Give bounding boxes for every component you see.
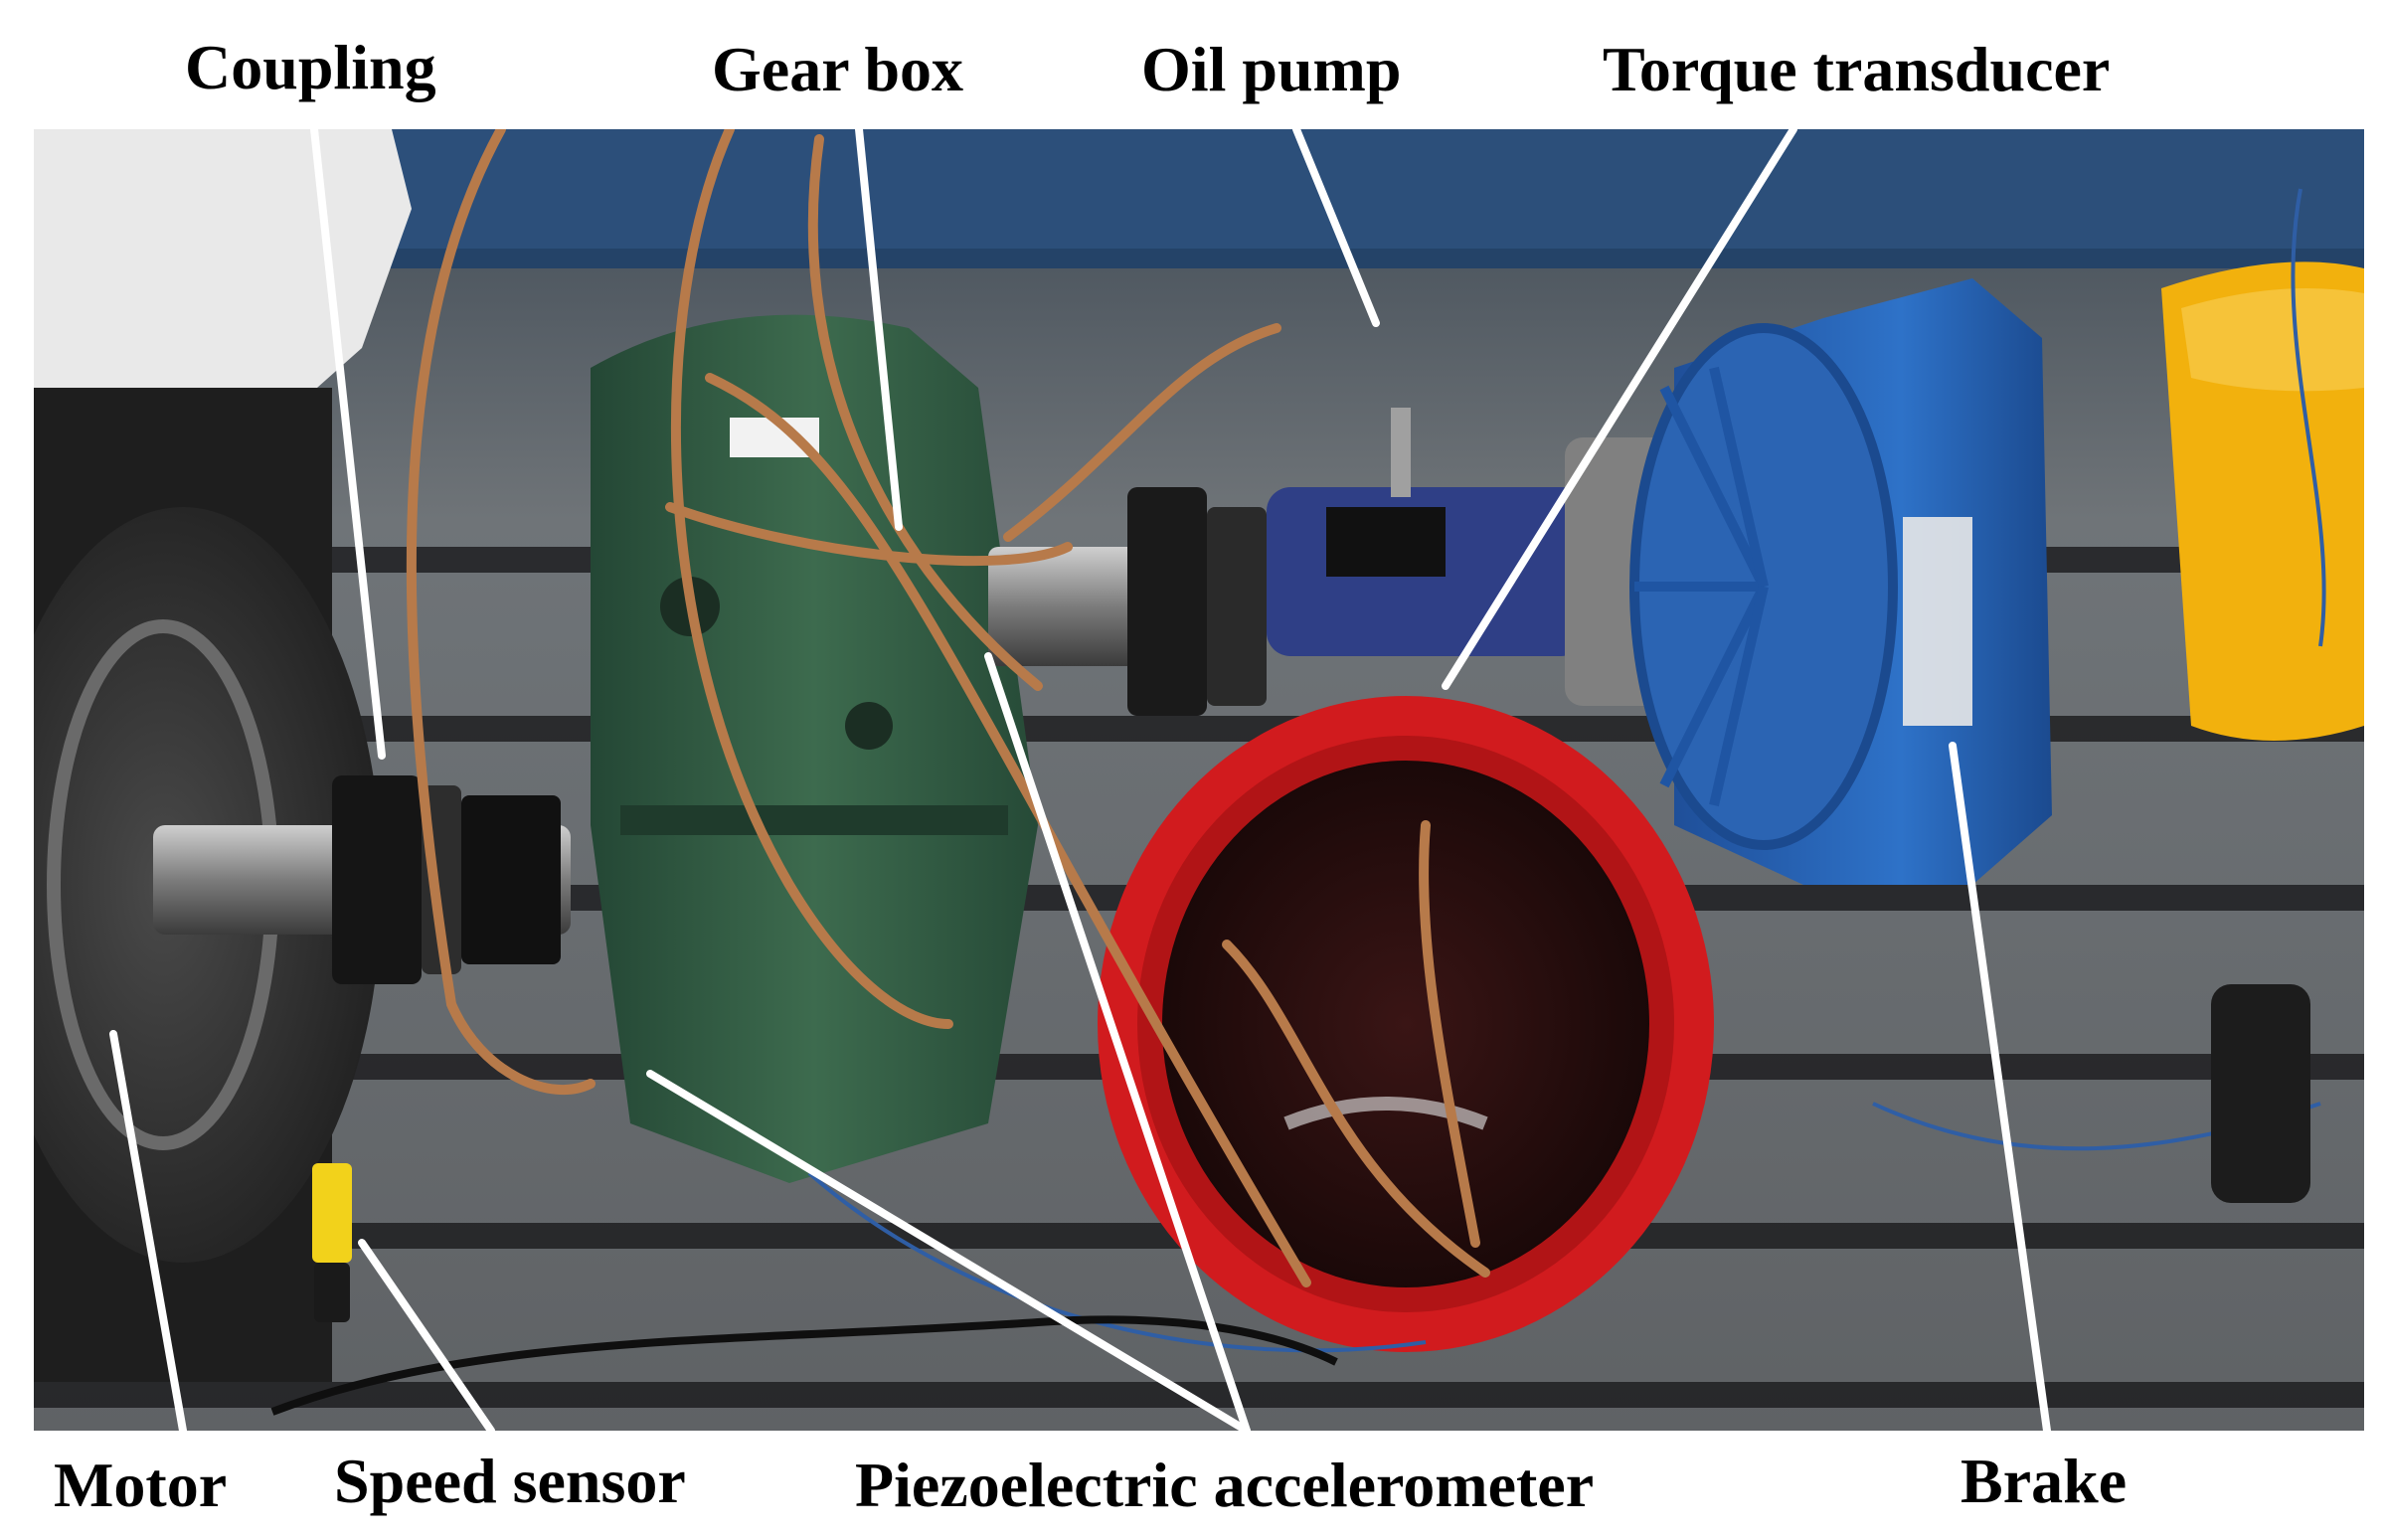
coupling-label: Coupling: [185, 32, 436, 102]
motor-label: Motor: [54, 1450, 228, 1520]
test-rig-illustration: [0, 124, 2364, 1435]
test-rig-photo: [0, 124, 2364, 1435]
speed-sensor-label: Speed sensor: [334, 1446, 686, 1516]
torque-transducer-label: Torque transducer: [1603, 34, 2111, 104]
oil-pump-label: Oil pump: [1141, 34, 1402, 104]
brake-label: Brake: [1960, 1446, 2128, 1516]
gear-box-label: Gear box: [712, 34, 964, 104]
piezoelectric-accelerometer-label: Piezoelectric accelerometer: [855, 1450, 1595, 1520]
